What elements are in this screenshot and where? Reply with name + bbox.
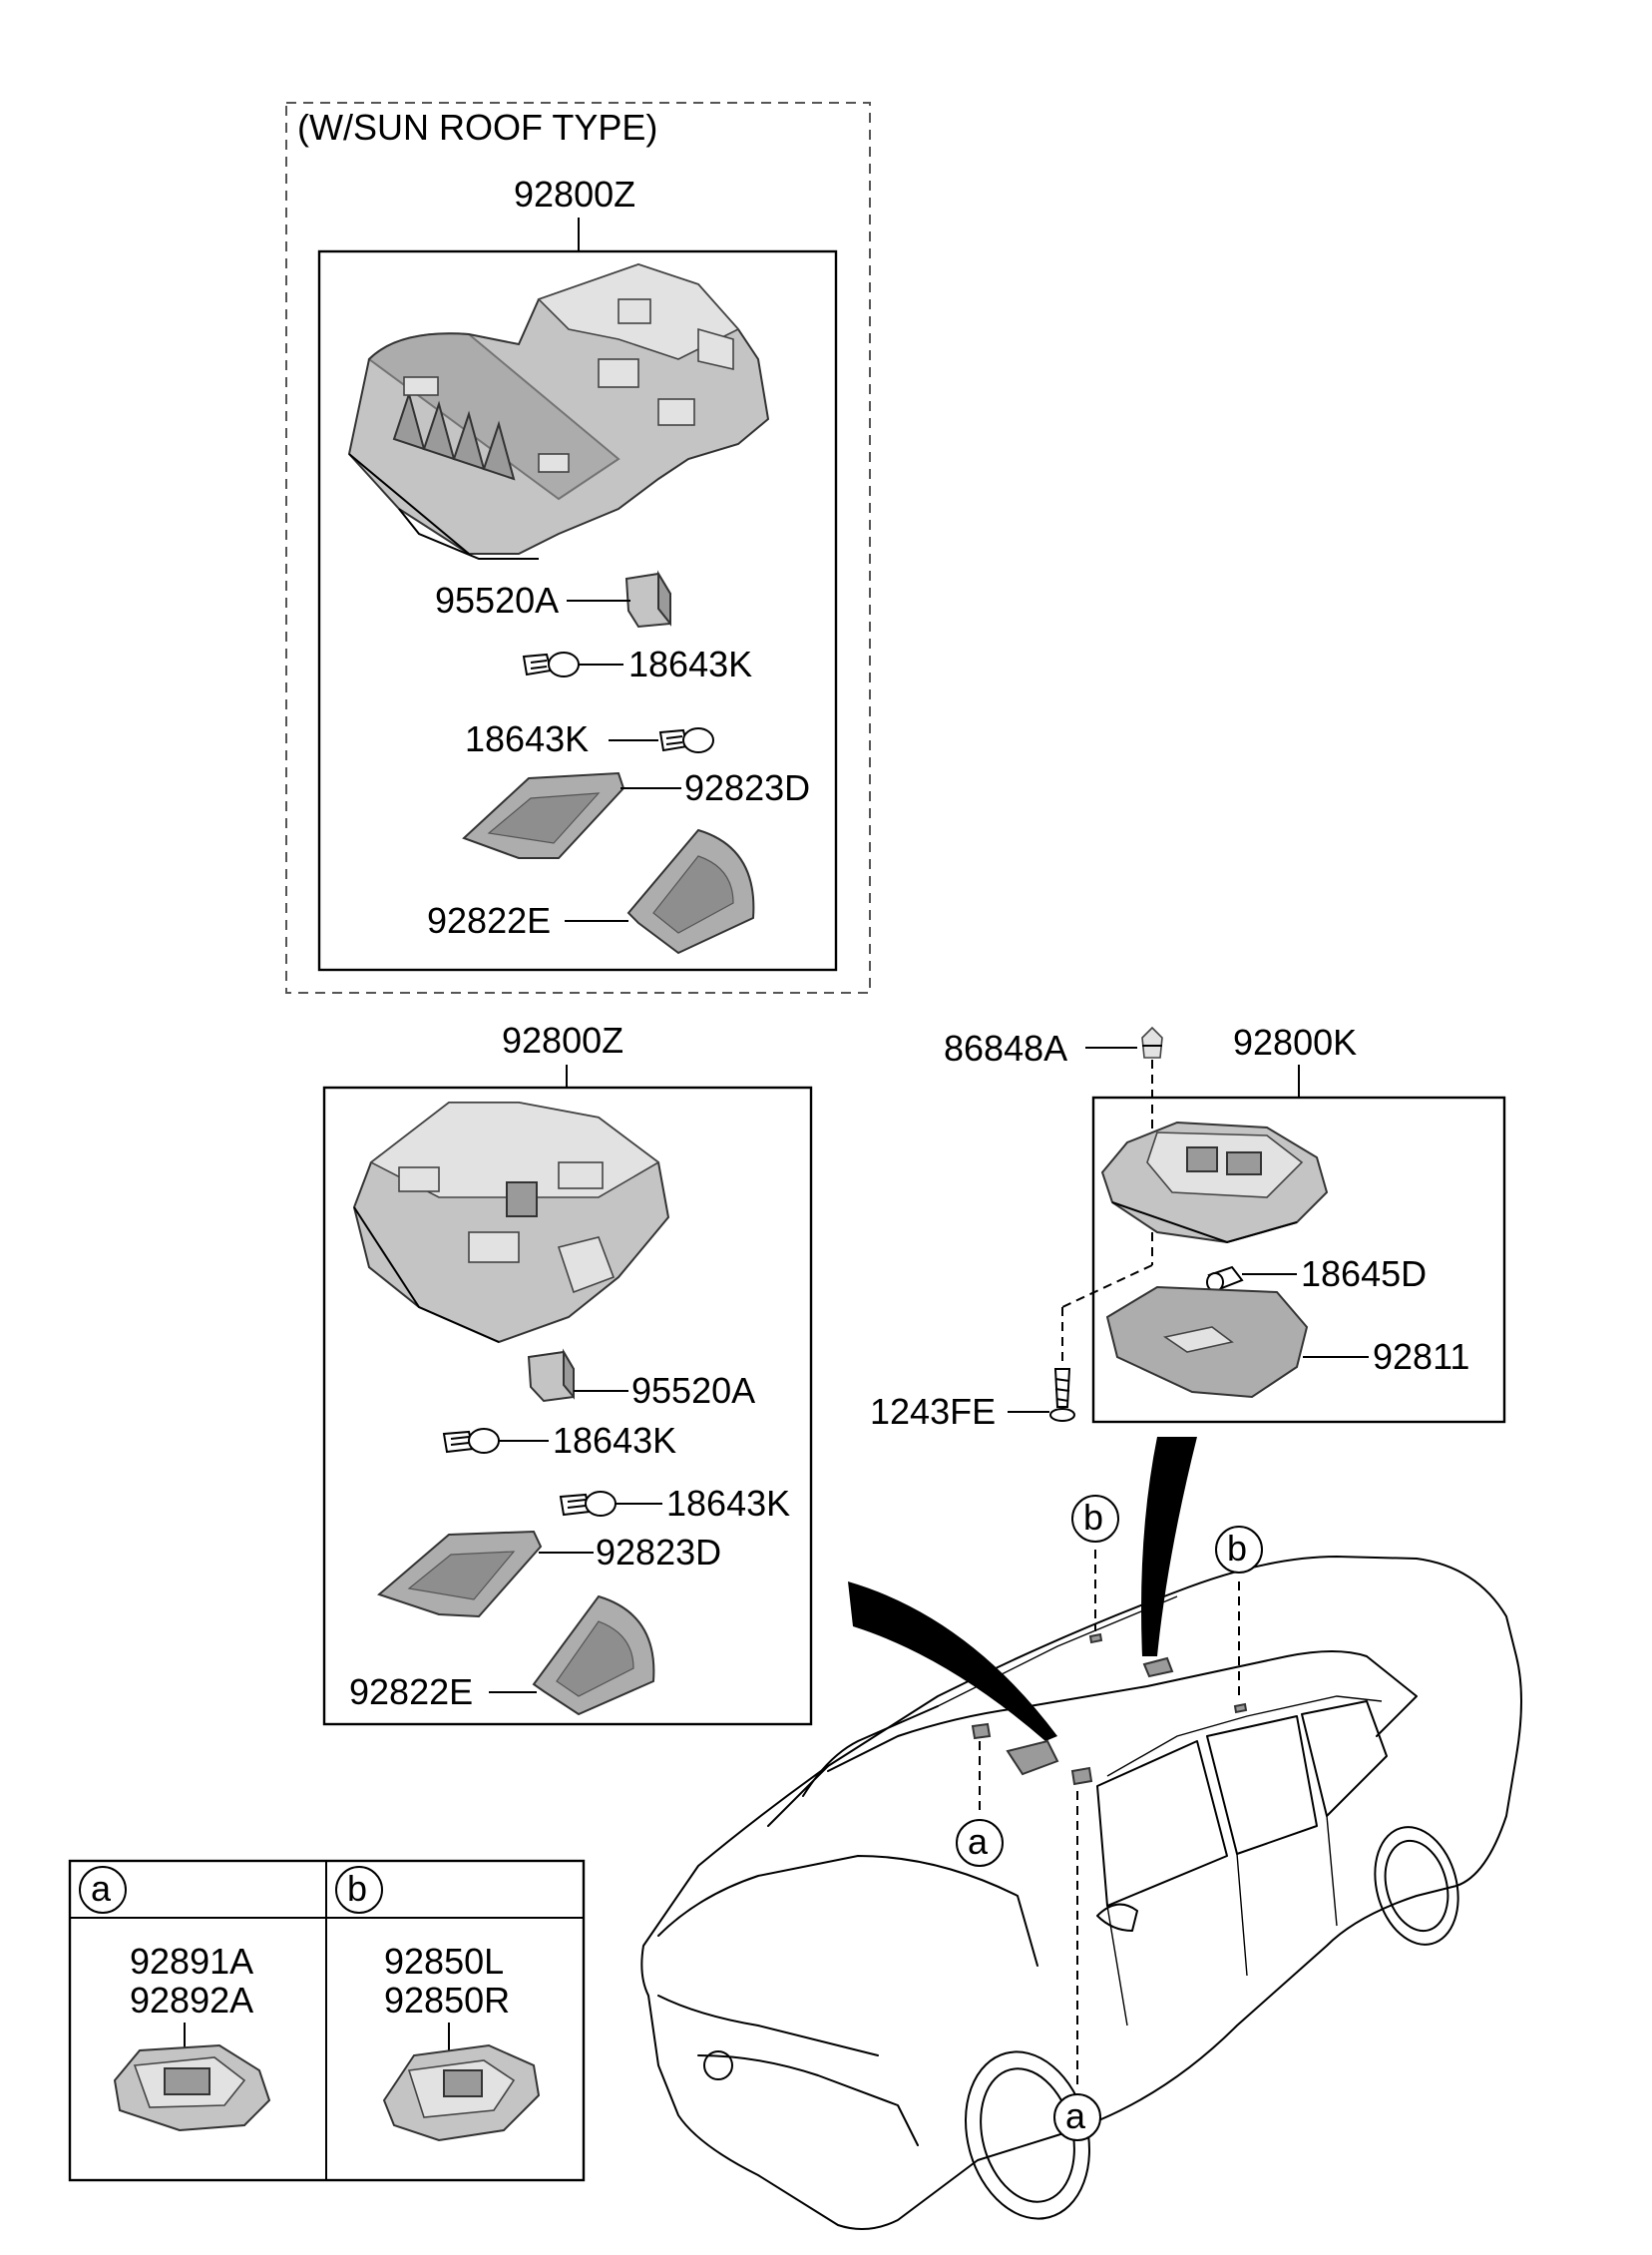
standard-lens-92823d-label: 92823D [596, 1532, 721, 1573]
sunroof-assembly-label: 92800Z [514, 174, 635, 215]
standard-bulb-1-label: 18643K [553, 1420, 676, 1461]
callout-a-1-text: a [968, 1821, 989, 1862]
legend-a-part-2: 92892A [130, 1980, 253, 2021]
sunroof-connector [624, 570, 671, 629]
legend-a-lamp [113, 2043, 271, 2132]
rear-lamp-bulb-label: 18645D [1301, 1253, 1427, 1294]
legend-b-part-1: 92850L [384, 1941, 504, 1982]
rear-lamp-housing [1100, 1121, 1329, 1244]
standard-lens-92822e [532, 1594, 655, 1716]
sunroof-dashed-frame [285, 102, 871, 994]
callout-b-2: b [1215, 1526, 1263, 1574]
sunroof-title: (W/SUN ROOF TYPE) [297, 107, 657, 148]
rear-lamp-group: 92800K 86848A 18645D [870, 1022, 1506, 1432]
rear-lamp-bulb [1206, 1265, 1244, 1292]
standard-connector-label: 95520A [631, 1370, 755, 1411]
callout-b-2-text: b [1227, 1528, 1247, 1569]
sunroof-lens-92822e [626, 828, 755, 955]
standard-bulb-1 [442, 1428, 500, 1454]
standard-assembly-label: 92800Z [502, 1020, 623, 1061]
callout-a-2-text: a [1065, 2095, 1086, 2136]
standard-bulb-2 [559, 1491, 617, 1517]
sunroof-lens-92823d-label: 92823D [684, 767, 810, 808]
sunroof-bulb-2 [658, 727, 714, 753]
legend-table: a b 92891A 92892A 92850L 92850R [68, 1859, 586, 2182]
rear-lamp-lens [1105, 1285, 1309, 1399]
pointer-to-rear-lamp [1141, 1437, 1197, 1656]
legend-b-part-2: 92850R [384, 1980, 510, 2021]
standard-group: 92800Z 95520A 18643K [322, 1020, 813, 1726]
callout-a-1: a [956, 1819, 1004, 1867]
sunroof-console-housing [347, 262, 770, 560]
callout-b-1-text: b [1083, 1497, 1103, 1538]
sunroof-lens-92823d [462, 771, 625, 859]
standard-connector [527, 1348, 575, 1403]
rear-lamp-screw-label: 1243FE [870, 1391, 996, 1432]
standard-assembly-box [322, 1086, 813, 1726]
legend-a-key: a [91, 1868, 112, 1909]
callout-b-1: b [1071, 1495, 1119, 1543]
standard-console-housing [352, 1102, 670, 1344]
sunroof-bulb-2-label: 18643K [465, 718, 589, 759]
standard-lens-92823d [377, 1530, 543, 1618]
sunroof-group: (W/SUN ROOF TYPE) 92800Z 95520A [285, 102, 871, 994]
legend-b-lamp [382, 2043, 541, 2142]
legend-b-circle [335, 1866, 383, 1914]
rear-lamp-clip [1141, 1026, 1163, 1059]
sunroof-bulb-1 [522, 652, 580, 677]
rear-lamp-screw-axis-2 [1061, 1264, 1153, 1308]
sunroof-lens-92822e-label: 92822E [427, 900, 551, 941]
rear-lamp-assembly-box [1091, 1096, 1506, 1424]
rear-lamp-clip-label: 86848A [944, 1028, 1067, 1069]
sunroof-assembly-box [317, 249, 838, 972]
rear-lamp-screw [1049, 1368, 1075, 1422]
standard-bulb-2-label: 18643K [666, 1483, 790, 1524]
rear-lamp-lens-label: 92811 [1373, 1336, 1469, 1377]
callout-a-2: a [1053, 2093, 1101, 2141]
legend-b-key: b [347, 1868, 367, 1909]
legend-a-part-1: 92891A [130, 1941, 253, 1982]
pointer-to-front-console [848, 1581, 1057, 1741]
sunroof-connector-label: 95520A [435, 580, 559, 621]
legend-a-circle [79, 1866, 127, 1914]
rear-lamp-assembly-label: 92800K [1233, 1022, 1357, 1063]
standard-lens-92822e-label: 92822E [349, 1671, 473, 1712]
sunroof-bulb-1-label: 18643K [628, 644, 752, 684]
vehicle-outline [640, 1437, 1522, 2230]
